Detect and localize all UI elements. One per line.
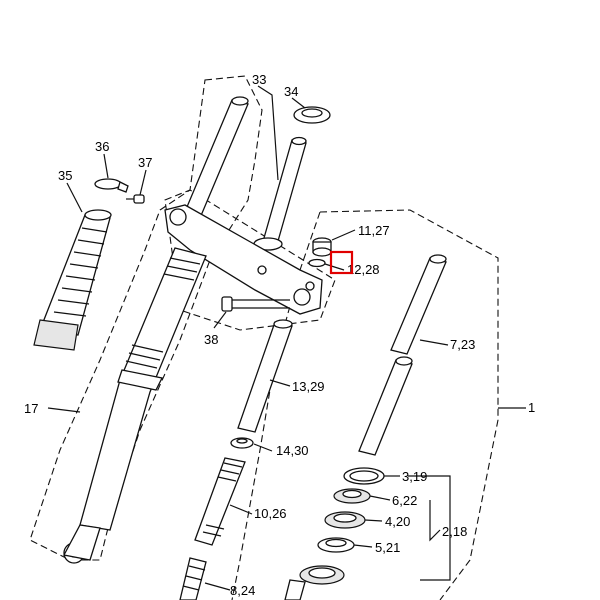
leader-lines — [47, 85, 526, 591]
bushing-bottom — [284, 565, 345, 600]
clamp-36 — [94, 178, 129, 193]
label-36: 36 — [95, 139, 109, 154]
spring-seat-14 — [230, 437, 254, 449]
label-10-26: 10,26 — [254, 506, 287, 521]
label-3-19: 3,19 — [402, 469, 427, 484]
outer-tube-17 — [63, 247, 207, 564]
part-labels: 33 34 36 37 35 11,27 12,28 7,23 38 13,29… — [24, 72, 535, 598]
label-12-28: 12,28 — [347, 262, 380, 277]
label-5-21: 5,21 — [375, 540, 400, 555]
label-7-23: 7,23 — [450, 337, 475, 352]
damper-rod-8 — [179, 557, 207, 600]
bolt-38 — [221, 296, 290, 312]
label-13-29: 13,29 — [292, 379, 325, 394]
inner-tube-7 — [358, 254, 447, 456]
label-4-20: 4,20 — [385, 514, 410, 529]
label-8-24: 8,24 — [230, 583, 255, 598]
screw-37 — [126, 194, 145, 204]
outline-group-1 — [231, 209, 499, 600]
highlight-box — [329, 250, 354, 275]
fork-inner-tube — [183, 96, 249, 219]
label-37: 37 — [138, 155, 152, 170]
label-1: 1 — [528, 400, 535, 415]
fork-boot-35 — [33, 209, 112, 351]
label-35: 35 — [58, 168, 72, 183]
lower-bracket — [164, 204, 323, 315]
label-34: 34 — [284, 84, 298, 99]
label-33: 33 — [252, 72, 266, 87]
oil-seal-4 — [324, 511, 366, 529]
label-6-22: 6,22 — [392, 493, 417, 508]
label-11-27: 11,27 — [358, 223, 390, 238]
spring-10 — [194, 457, 246, 546]
bearing-34 — [293, 106, 331, 124]
washer-5 — [317, 537, 355, 553]
clip-3 — [343, 467, 385, 485]
label-38: 38 — [204, 332, 218, 347]
seal-6 — [333, 488, 371, 504]
label-14-30: 14,30 — [276, 443, 309, 458]
steering-stem — [253, 136, 307, 251]
cap-bolt-11 — [312, 237, 332, 257]
label-17: 17 — [24, 401, 38, 416]
o-ring-12 — [308, 258, 326, 268]
spacer-13 — [237, 319, 293, 433]
label-2-18: 2,18 — [442, 524, 467, 539]
outline-group-17 — [29, 75, 263, 561]
